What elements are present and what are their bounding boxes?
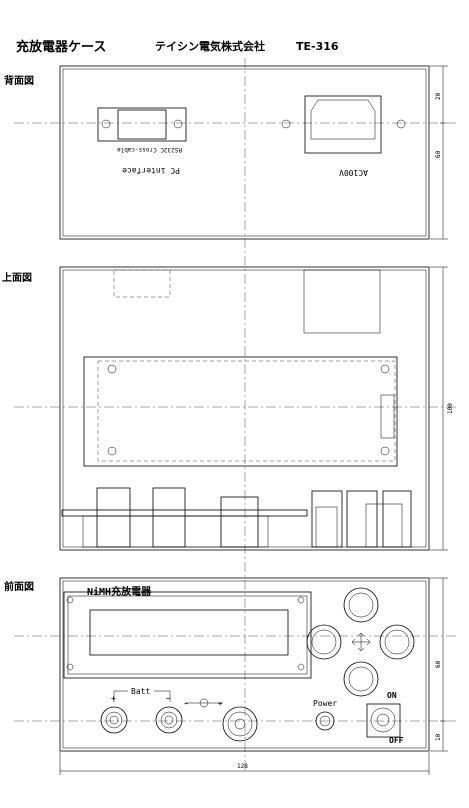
dim-20: 20 [435,92,442,100]
power-led [315,711,335,731]
ac100v-label: AC100V [339,168,368,177]
dim-10: 10 [435,733,442,741]
lcd-panel [63,591,312,679]
dim-128: 128 [237,763,248,770]
lcd-board [83,356,398,467]
power-switch[interactable] [366,703,401,738]
front-view: NiMH充放電器 Batt + − [14,577,458,775]
front-view-label: 前面図 [4,580,34,593]
off-label: OFF [389,736,404,745]
four-way-arrow-icon [351,632,371,652]
back-view-label: 背面図 [4,74,34,87]
pc-interface-label: PC interface [122,166,180,175]
drawing-title: 充放電器ケース [16,39,106,55]
nav-button-left[interactable] [306,624,342,660]
batt-label: Batt [131,687,150,696]
panel-title: NiMH充放電器 [87,585,152,598]
dsub-connector [97,107,187,142]
dim-60-front: 60 [435,660,442,668]
dc-jack-symbol-icon: − + [184,698,223,708]
battery-terminal-minus[interactable] [155,706,183,734]
nav-button-down[interactable] [343,661,379,697]
nav-button-right[interactable] [379,624,415,660]
plus-sign: + [111,694,116,703]
power-label: Power [313,699,337,708]
minus-sign: − [166,694,171,703]
svg-text:+: + [218,700,222,708]
dc-jack[interactable] [222,706,258,742]
on-label: ON [387,691,397,700]
nav-button-up[interactable] [343,587,379,623]
battery-terminal-plus[interactable] [100,706,128,734]
top-view-label: 上面図 [2,271,32,284]
dim-60-back: 60 [435,150,442,158]
rs232c-label: RS232C Cross-cable [117,146,182,153]
svg-text:−: − [184,700,188,708]
ac-inlet [281,95,406,154]
maker-name: テイシン電気株式会社 [155,39,265,53]
top-view: 100 [14,266,458,551]
back-view: RS232C Cross-cable PC interface AC100V 2… [14,65,458,240]
model-number: TE-316 [296,40,339,53]
dim-100: 100 [447,403,454,414]
